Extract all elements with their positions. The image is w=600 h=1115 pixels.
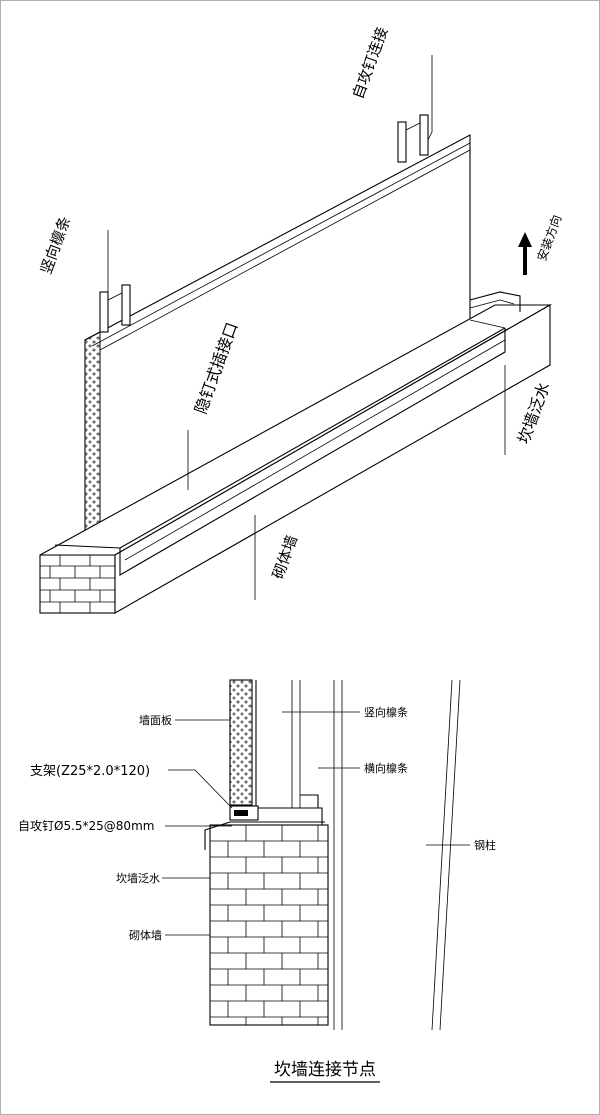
label-masonry-wall-bottom: 砌体墙 [129,928,162,942]
section-detail: 墙面板 支架(Z25*2.0*120) 自攻钉Ø5.5*25@80mm 坎墙泛水… [18,679,496,1083]
steel-column [431,679,461,1031]
vertical-purlin-left [99,284,131,333]
label-curb-flashing-bottom: 坎墙泛水 [116,871,160,885]
vertical-purlin-right [397,114,429,163]
caption: 坎墙连接节点 [274,1060,376,1080]
masonry-base [39,304,553,614]
horizontal-purlin-section [300,794,319,808]
vertical-purlin-section [291,680,343,1030]
label-bracket: 支架(Z25*2.0*120) [30,764,150,779]
panel-insulation [84,331,101,551]
label-install-direction: 安装方向 [534,213,565,263]
label-screw: 自攻钉Ø5.5*25@80mm [18,819,154,833]
label-steel-column: 钢柱 [474,838,496,852]
install-direction-arrow [518,232,532,275]
label-vertical-purlin-bottom: 竖向檩条 [364,705,408,719]
label-curb-flashing-top: 坎墙泛水 [514,380,554,447]
wall-panel-section [229,679,253,806]
curb-flashing [54,319,506,576]
label-self-tapping-screw: 自攻钉连接 [349,25,392,102]
label-wall-panel: 墙面板 [139,713,172,727]
label-masonry-wall-top: 砌体墙 [269,533,301,581]
masonry-wall-section [209,824,329,1026]
horizontal-purlin [469,291,521,312]
panel-top-edge [91,142,471,347]
label-vertical-purlin: 竖向檩条 [37,214,74,277]
isometric-view: 自攻钉连接 竖向檩条 安装方向 隐钉式插接口 坎墙泛水 砌体墙 [37,25,565,614]
label-horizontal-purlin: 横向檩条 [364,761,408,775]
